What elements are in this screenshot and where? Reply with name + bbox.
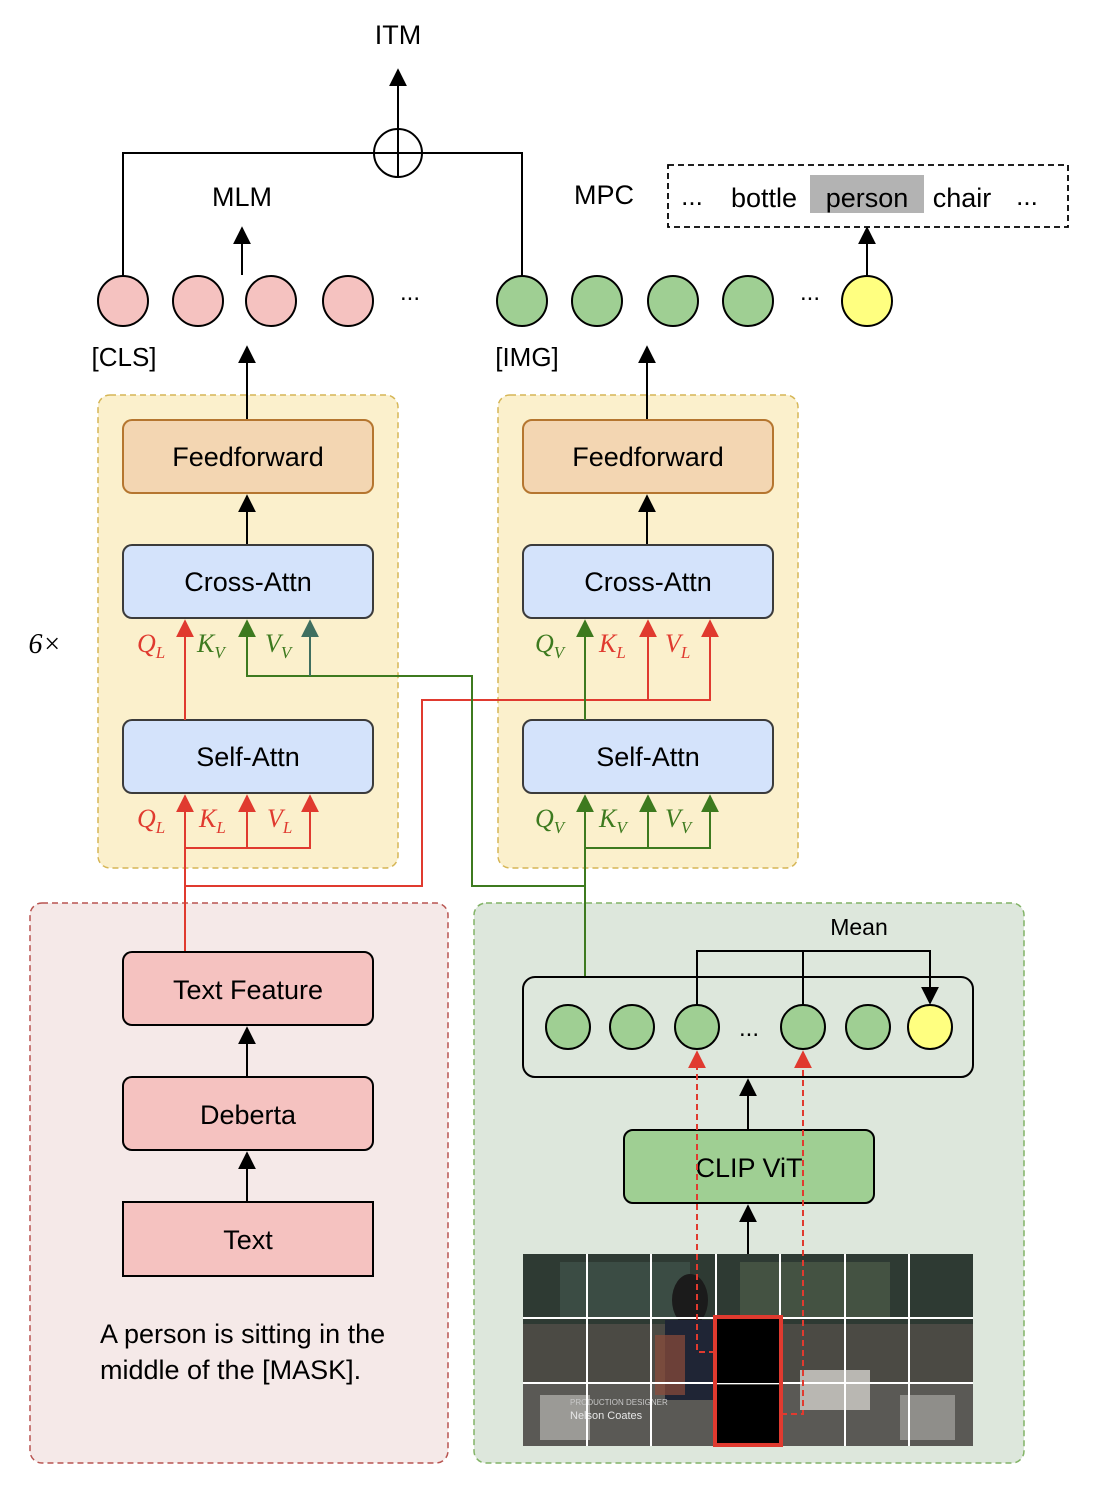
mpc-ellipsis-right: ... <box>1016 181 1038 211</box>
image_block-self-inputs-v-label: VV <box>665 804 694 837</box>
mpc-word-chair: chair <box>933 183 992 213</box>
image_block-cross-inputs-q-label: QV <box>535 629 567 662</box>
text-input-box <box>122 1201 374 1277</box>
mlm-label: MLM <box>212 182 272 212</box>
patch-token-masked-a <box>674 1004 720 1050</box>
text-cross-attn-label: Cross-Attn <box>184 567 312 597</box>
image-token <box>571 275 623 327</box>
text-feature-box <box>122 951 374 1026</box>
mpc-label: MPC <box>574 180 634 210</box>
patch-token <box>845 1004 891 1050</box>
image-feedforward-box <box>522 419 774 494</box>
masked-patch <box>716 1385 780 1444</box>
text-token-cls <box>97 275 149 327</box>
masked-patch <box>716 1318 780 1383</box>
image-cross-attn-label: Cross-Attn <box>584 567 712 597</box>
image-feedforward-label: Feedforward <box>572 442 724 472</box>
text-self-attn-box <box>122 719 374 794</box>
image_block-cross-inputs-k-label: KL <box>598 629 626 662</box>
patch-token-ellipsis: ... <box>739 1015 759 1042</box>
image_block-self-inputs-q-label: QV <box>535 804 567 837</box>
text-self-attn-label: Self-Attn <box>196 742 300 772</box>
image-token-ellipsis: ... <box>800 279 820 306</box>
masked-patch-arrow-a <box>688 1050 715 1353</box>
deberta-box <box>122 1076 374 1151</box>
image_block-self-inputs-k-label: KV <box>598 804 629 837</box>
text_block-cross-inputs-k-label: KV <box>196 629 227 662</box>
patch-feature-container <box>522 976 974 1078</box>
frame-credit-line1: PRODUCTION DESIGNER <box>570 1398 668 1407</box>
text-to-image-cross-line <box>185 619 657 887</box>
img-label: [IMG] <box>495 342 559 372</box>
image-cross-attn-box <box>522 544 774 619</box>
text-encoder-panel <box>29 902 449 1464</box>
img-to-itm-line <box>422 152 523 277</box>
text-token <box>322 275 374 327</box>
image-token-img <box>496 275 548 327</box>
text-feature-label: Text Feature <box>173 975 323 1005</box>
clip-vit-label: CLIP ViT <box>695 1153 802 1183</box>
mean-token <box>907 1004 953 1050</box>
text-token-masked <box>245 275 297 327</box>
image-self-attn-box <box>522 719 774 794</box>
mpc-ellipsis-left: ... <box>681 181 703 211</box>
text-token-ellipsis: ... <box>400 279 420 306</box>
mpc-highlight <box>810 175 924 213</box>
mpc-word-bottle: bottle <box>731 183 797 213</box>
text-feedforward-label: Feedforward <box>172 442 324 472</box>
text_block-self-inputs-v-label: VL <box>267 804 292 837</box>
image-self-attn-label: Self-Attn <box>596 742 700 772</box>
patch-token <box>545 1004 591 1050</box>
text-cross-attn-box <box>122 544 374 619</box>
deberta-label: Deberta <box>200 1100 297 1130</box>
cls-to-itm-line <box>122 152 374 277</box>
image_block-cross-inputs-v-label: VL <box>665 629 690 662</box>
text_block-self-inputs-q-label: QL <box>137 804 165 837</box>
cls-label: [CLS] <box>91 342 156 372</box>
patch-token-masked-b <box>780 1004 826 1050</box>
frame-credit-line2: Nelson Coates <box>570 1410 643 1422</box>
masked-region-outline <box>713 1315 783 1447</box>
qkv-labels: QL KV VV QL KL VL QV KL VL QV KV VV <box>137 629 694 837</box>
text_block-cross-inputs-q-label: QL <box>137 629 165 662</box>
image-token <box>647 275 699 327</box>
image-token-masked <box>841 275 893 327</box>
mean-label: Mean <box>830 914 888 940</box>
image-to-text-cross-line <box>238 619 585 887</box>
mean-bracket <box>696 950 939 1005</box>
text-input-label: Text <box>223 1225 273 1255</box>
text-caption: A person is sitting in the middle of the… <box>100 1319 386 1385</box>
text-token <box>172 275 224 327</box>
text-feedforward-box <box>122 419 374 494</box>
input-image-frame: PRODUCTION DESIGNER Nelson Coates <box>523 1254 973 1447</box>
text_block-cross-inputs-v-label: VV <box>265 629 294 662</box>
image-token <box>722 275 774 327</box>
itm-label: ITM <box>375 20 422 50</box>
clip-vit-box <box>623 1129 875 1204</box>
masked-patch-arrow-b <box>781 1050 812 1415</box>
repeat-label: 6× <box>29 629 62 660</box>
text_block-self-inputs-k-label: KL <box>198 804 226 837</box>
mpc-word-person: person <box>826 183 909 213</box>
patch-token <box>609 1004 655 1050</box>
